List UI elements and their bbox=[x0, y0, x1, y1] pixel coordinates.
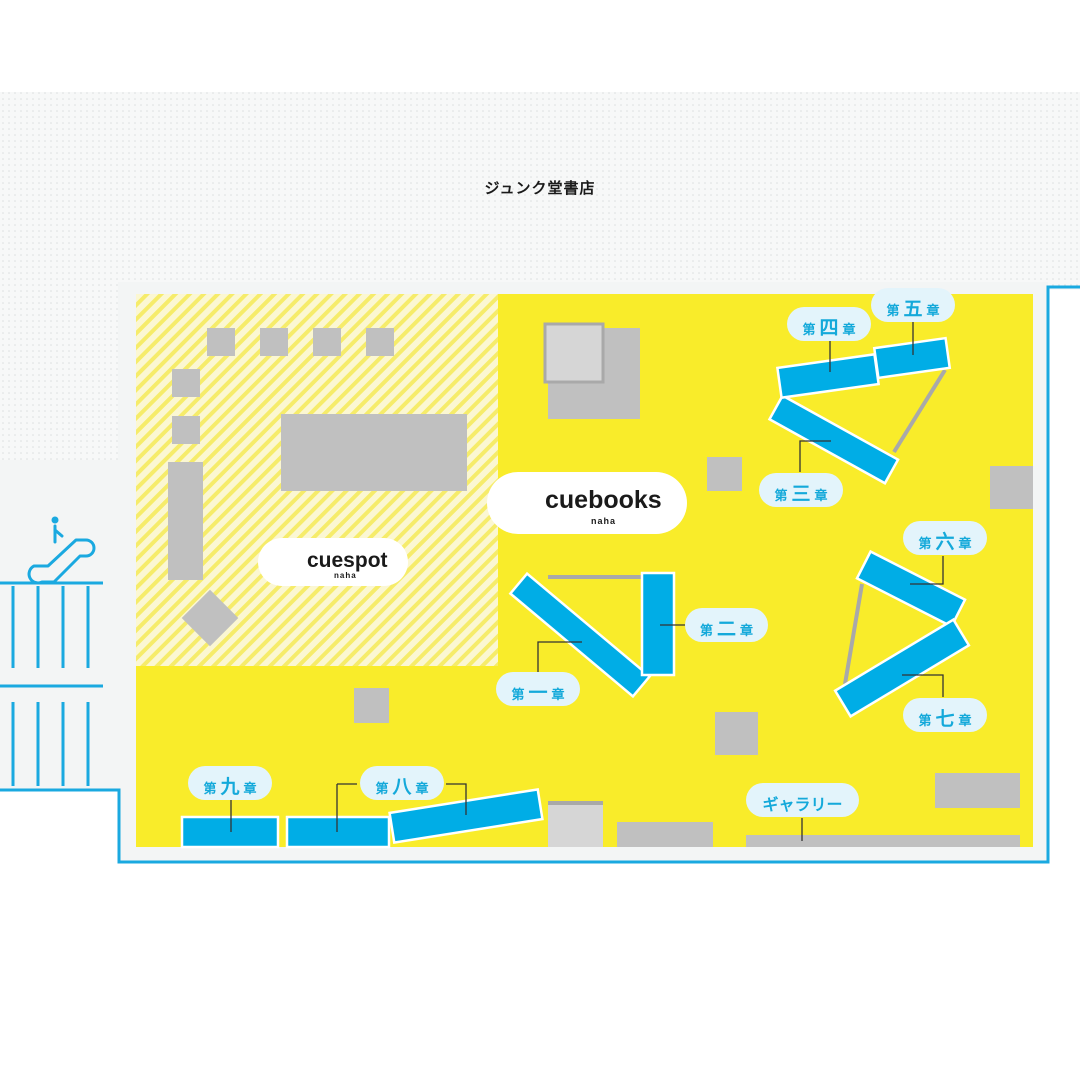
stairs bbox=[0, 581, 103, 786]
label-chapter-1[interactable]: 第一章 bbox=[496, 672, 580, 706]
chapter-number: 七 bbox=[935, 708, 955, 730]
cuebooks-badge[interactable]: cuebooks naha bbox=[487, 472, 687, 534]
label-gallery[interactable]: ギャラリー bbox=[746, 783, 859, 817]
chapter-suffix: 章 bbox=[243, 782, 257, 797]
leader-lines bbox=[230, 322, 944, 841]
chapter-number: 九 bbox=[220, 776, 240, 798]
fixture-block-inner bbox=[543, 322, 605, 384]
chapter-number: 五 bbox=[903, 298, 923, 320]
cuebooks-logo-text: cuebooks bbox=[545, 485, 662, 514]
chapter-suffix: 章 bbox=[415, 782, 429, 797]
chapter-suffix: 章 bbox=[842, 323, 856, 338]
fixture-stool bbox=[207, 328, 235, 356]
fixture-stool bbox=[172, 369, 200, 397]
fixture-stool bbox=[715, 712, 758, 755]
chapter-prefix: 第 bbox=[375, 782, 389, 797]
chapter-suffix: 章 bbox=[926, 304, 940, 319]
label-chapter-8[interactable]: 第八章 bbox=[360, 766, 444, 800]
fixture-block-edge bbox=[548, 801, 603, 805]
neighbor-store-area bbox=[0, 92, 1080, 290]
chapter-suffix: 章 bbox=[740, 624, 754, 639]
shelf-chapter-7 bbox=[833, 617, 971, 719]
shelf-chapter-9 bbox=[180, 815, 280, 849]
shelf-chapter-8a bbox=[285, 815, 391, 849]
shelf-chapter-6 bbox=[855, 549, 967, 629]
label-chapter-3[interactable]: 第三章 bbox=[759, 473, 843, 507]
chapter-prefix: 第 bbox=[774, 489, 788, 504]
fixture-shelf bbox=[935, 773, 1020, 808]
chapter-number: 一 bbox=[528, 682, 548, 704]
cuespot-location-text: naha bbox=[334, 571, 357, 580]
label-chapter-2[interactable]: 第二章 bbox=[685, 608, 768, 642]
cuespot-badge[interactable]: cuespot naha bbox=[258, 538, 408, 586]
chapter-prefix: 第 bbox=[802, 323, 816, 338]
gallery-wall bbox=[746, 835, 1020, 847]
fixture-block bbox=[548, 802, 603, 847]
chapter-prefix: 第 bbox=[918, 537, 932, 552]
fixture-stool bbox=[707, 457, 742, 491]
chapter-prefix: 第 bbox=[886, 304, 900, 319]
cuespot-logo-text: cuespot bbox=[307, 548, 388, 572]
fixture-table bbox=[281, 414, 467, 491]
label-chapter-9[interactable]: 第九章 bbox=[188, 766, 272, 800]
fixture-stool bbox=[313, 328, 341, 356]
cuebooks-location-text: naha bbox=[591, 516, 617, 526]
chapter-number: 二 bbox=[716, 618, 736, 640]
escalator-icon bbox=[27, 516, 96, 585]
chapter-suffix: 章 bbox=[958, 714, 972, 729]
fixture-stool bbox=[354, 688, 389, 723]
chapter-number: 三 bbox=[791, 483, 811, 505]
label-chapter-4[interactable]: 第四章 bbox=[787, 307, 871, 341]
chapter-prefix: 第 bbox=[918, 714, 932, 729]
outer-wall bbox=[0, 285, 1080, 864]
chapter-number: 八 bbox=[392, 776, 412, 798]
chapter-prefix: 第 bbox=[699, 624, 713, 639]
chapter-suffix: 章 bbox=[814, 489, 828, 504]
fixtures bbox=[168, 322, 1033, 847]
fixture-wall-block bbox=[990, 466, 1033, 509]
shelf-chapter-5 bbox=[872, 336, 952, 380]
chapter-prefix: 第 bbox=[511, 688, 525, 703]
fixture-shelf bbox=[617, 822, 713, 847]
bookshelves bbox=[180, 336, 971, 849]
label-chapter-7[interactable]: 第七章 bbox=[903, 698, 987, 732]
chapter-number: 四 bbox=[819, 317, 839, 339]
label-chapter-5[interactable]: 第五章 bbox=[871, 288, 955, 322]
corridor-area bbox=[0, 460, 118, 790]
fixture-stool bbox=[366, 328, 394, 356]
neighbor-store-area-left bbox=[0, 290, 118, 460]
chapter-suffix: 章 bbox=[551, 688, 565, 703]
neighbor-store-label: ジュンク堂書店 bbox=[484, 179, 596, 197]
shelf-chapter-1 bbox=[508, 571, 652, 699]
shelf-chapter-8b bbox=[388, 788, 544, 844]
chapter-prefix: 第 bbox=[203, 782, 217, 797]
label-chapter-6[interactable]: 第六章 bbox=[903, 521, 987, 555]
chapter-number: 六 bbox=[935, 531, 955, 553]
fixture-counter bbox=[168, 462, 203, 580]
fixture-stool bbox=[260, 328, 288, 356]
fixture-stool bbox=[172, 416, 200, 444]
shelf-chapter-2 bbox=[640, 571, 676, 677]
chapter-suffix: 章 bbox=[958, 537, 972, 552]
shelf-chapter-3 bbox=[767, 393, 900, 485]
connector-bars bbox=[548, 368, 947, 685]
